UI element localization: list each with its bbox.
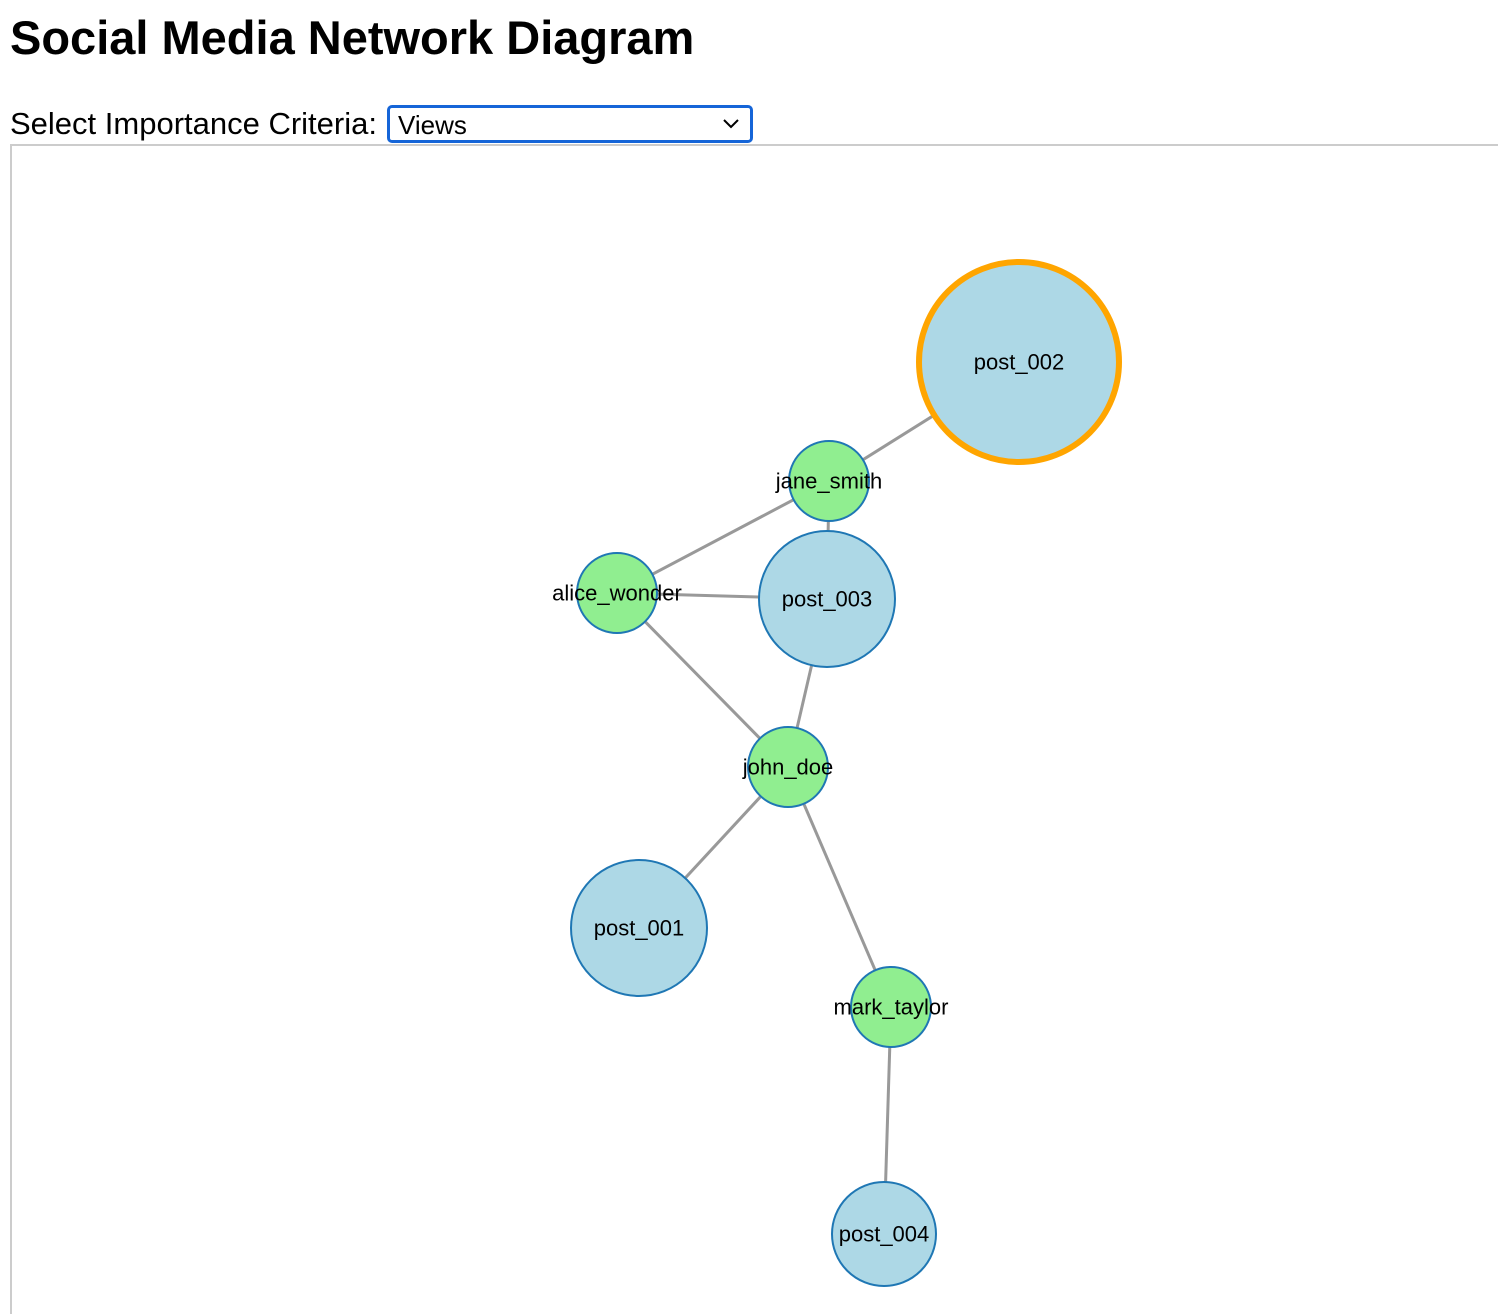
criteria-selected-value: Views xyxy=(397,110,467,140)
network-diagram: john_doe jane_smith alice_wonder mark_taylo… xyxy=(10,144,1498,1314)
node-label-post_004: post_004 xyxy=(839,1222,930,1247)
node-label-mark_taylor: mark_taylor xyxy=(834,995,949,1020)
importance-criteria-select[interactable]: Views xyxy=(386,105,753,143)
node-circle-jane_smith[interactable] xyxy=(788,440,870,522)
node-circle-alice_wonder[interactable] xyxy=(576,552,658,634)
node-circle-post_001[interactable] xyxy=(570,859,708,997)
node-label-post_001: post_001 xyxy=(594,916,685,941)
node-label-jane_smith: jane_smith xyxy=(775,469,882,494)
edge-john_doe-mark_taylor xyxy=(786,766,893,1008)
page-title: Social Media Network Diagram xyxy=(10,11,695,64)
chevron-down-icon xyxy=(723,119,739,129)
node-circle-post_004[interactable] xyxy=(831,1181,937,1287)
node-circle-post_003[interactable] xyxy=(758,530,896,668)
node-mark_taylor[interactable]: mark_taylor xyxy=(834,966,949,1048)
node-circle-john_doe[interactable] xyxy=(747,726,829,808)
node-post_001[interactable]: post_001 xyxy=(570,859,708,997)
criteria-label: Select Importance Criteria: xyxy=(10,106,377,141)
criteria-row: Select Importance Criteria: Views xyxy=(10,104,753,144)
node-alice_wonder[interactable]: alice_wonder xyxy=(552,552,682,634)
node-label-john_doe: john_doe xyxy=(742,755,834,780)
nodes: john_doe jane_smith alice_wonder mark_taylo… xyxy=(552,259,1122,1287)
node-circle-mark_taylor[interactable] xyxy=(850,966,932,1048)
node-circle-post_002[interactable] xyxy=(916,259,1122,465)
network-svg: john_doe jane_smith alice_wonder mark_taylo… xyxy=(552,259,1122,1287)
node-jane_smith[interactable]: jane_smith xyxy=(775,440,882,522)
node-label-post_002: post_002 xyxy=(974,350,1065,375)
node-label-alice_wonder: alice_wonder xyxy=(552,581,682,606)
node-post_002[interactable]: post_002 xyxy=(916,259,1122,465)
node-post_003[interactable]: post_003 xyxy=(758,530,896,668)
node-label-post_003: post_003 xyxy=(782,587,873,612)
node-john_doe[interactable]: john_doe xyxy=(742,726,834,808)
node-post_004[interactable]: post_004 xyxy=(831,1181,937,1287)
